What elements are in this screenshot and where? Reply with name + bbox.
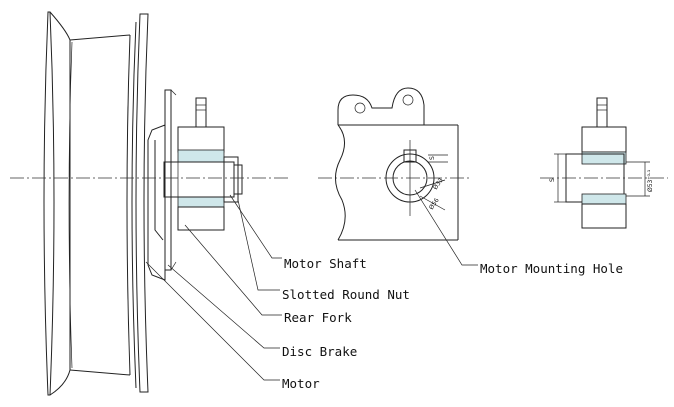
wheel-rim-left-flange <box>49 11 71 396</box>
rear-fork-upper <box>177 126 225 153</box>
mounting-bracket-top <box>337 87 425 125</box>
fork-bolt <box>195 97 207 128</box>
right-fork-upper <box>581 126 627 153</box>
dim-s-mid: S <box>429 156 436 160</box>
leader-disc-brake <box>167 264 280 349</box>
label-slotted-round-nut: Slotted Round Nut <box>282 287 410 302</box>
motor-hub <box>147 124 166 281</box>
label-motor: Motor <box>282 376 320 391</box>
rim-inner-line <box>68 41 73 369</box>
wheel-assembly <box>43 11 243 396</box>
leader-mounting-hole <box>414 189 478 266</box>
dim-s-right: S <box>549 178 556 182</box>
disc-edge-top <box>170 89 177 96</box>
right-fork-hatch-lower <box>581 193 627 205</box>
disc-brake <box>164 89 172 271</box>
hub-inner <box>154 140 164 241</box>
dim-d2: Ø56 <box>428 197 441 211</box>
rim-bottom-line <box>69 369 131 376</box>
rear-fork-hatch-upper <box>177 149 225 163</box>
right-bolt <box>596 97 608 128</box>
right-fork-hatch-upper <box>581 151 627 165</box>
label-disc-brake: Disc Brake <box>282 344 357 359</box>
rear-fork-section-view: S Ø53⁺⁰·¹ <box>549 97 654 229</box>
leader-rear-fork <box>184 224 282 316</box>
rim-right-flange <box>135 13 149 393</box>
break-line <box>335 124 346 241</box>
rim-top-line <box>69 34 131 41</box>
dim-d3: Ø53⁺⁰·¹ <box>647 169 654 192</box>
leader-motor-shaft <box>229 194 282 259</box>
leader-motor <box>145 261 280 381</box>
label-motor-shaft: Motor Shaft <box>284 256 367 271</box>
leader-slotted-nut <box>237 199 280 291</box>
label-motor-mounting-hole: Motor Mounting Hole <box>480 261 623 276</box>
label-rear-fork: Rear Fork <box>284 310 352 325</box>
nut-end <box>233 164 243 195</box>
rim-right-wall <box>131 21 137 389</box>
right-fork-lower <box>581 203 627 229</box>
rear-fork-lower <box>177 206 225 231</box>
slotted-round-nut <box>223 156 239 203</box>
mounting-hole-view: S Ø33 Ø56 <box>335 87 459 241</box>
rim-inner-right <box>126 34 131 376</box>
rear-fork-hatch-lower <box>177 196 225 208</box>
disc-edge-bottom <box>170 261 177 271</box>
wheel-rim-outer <box>43 11 55 396</box>
